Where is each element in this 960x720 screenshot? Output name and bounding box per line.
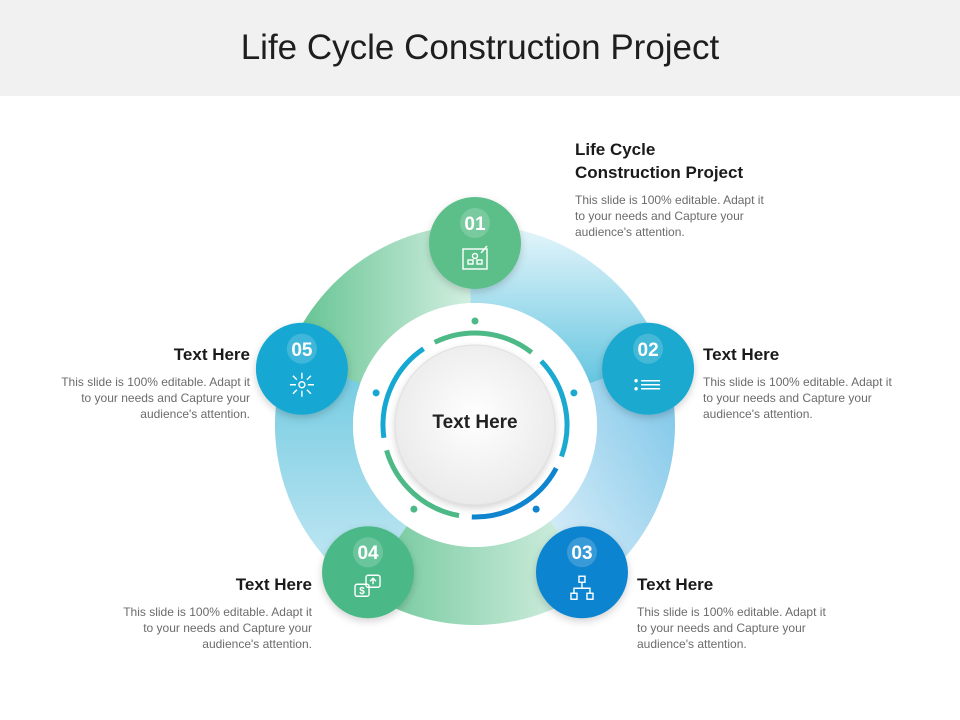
step-4-body: This slide is 100% editable. Adapt it to… [123, 605, 312, 651]
step-5-body: This slide is 100% editable. Adapt it to… [61, 375, 250, 421]
step-5-heading: Text Here [173, 345, 250, 364]
hierarchy-icon [570, 575, 594, 600]
step-1-heading: Life Cycle Construction Project [575, 140, 744, 182]
list-icon [634, 379, 661, 391]
inner-arc-5 [380, 346, 425, 439]
step-3-text: Text Here This slide is 100% editable. A… [637, 573, 837, 652]
step-5-text: Text Here This slide is 100% editable. A… [50, 343, 250, 422]
step-1-number: 01 [464, 214, 486, 235]
step-4-number: 04 [357, 543, 379, 564]
step-3-body: This slide is 100% editable. Adapt it to… [637, 605, 826, 651]
step-node-3: 03 [535, 526, 628, 619]
connector-dot-4 [410, 505, 418, 513]
center-label: Text Here [432, 412, 518, 433]
inner-arc-4 [384, 449, 460, 519]
step-2-number: 02 [638, 340, 659, 361]
step-1-text: Life Cycle Construction Project This sli… [575, 138, 775, 240]
step-node-1: 01 [429, 197, 521, 289]
step-2-text: Text Here This slide is 100% editable. A… [703, 343, 903, 422]
page-title: Life Cycle Construction Project [240, 28, 720, 67]
step-4-heading: Text Here [235, 575, 312, 594]
money-exchange-icon: $ [354, 574, 381, 597]
step-node-2: 02 [602, 322, 695, 415]
step-node-4: 04 $ [322, 526, 415, 619]
step-node-5: 05 [255, 322, 348, 415]
center-core [395, 345, 555, 505]
svg-text:$: $ [359, 586, 365, 597]
step-2-heading: Text Here [703, 345, 780, 364]
connector-dot-1 [471, 317, 479, 325]
focus-icon [289, 372, 314, 397]
inner-arc-2 [539, 359, 570, 458]
connector-dot-2 [570, 389, 578, 397]
ring-segment-4 [351, 521, 599, 626]
connector-dot-5 [372, 389, 380, 397]
step-3-number: 03 [571, 543, 592, 564]
connector-dot-3 [532, 505, 540, 513]
inner-arc-1 [433, 330, 534, 355]
header-band [0, 0, 960, 96]
step-5-number: 05 [291, 340, 313, 361]
step-1-body: This slide is 100% editable. Adapt it to… [575, 193, 764, 239]
step-3-heading: Text Here [637, 575, 714, 594]
inner-arc-3 [471, 467, 559, 520]
step-2-body: This slide is 100% editable. Adapt it to… [703, 375, 892, 421]
step-4-text: Text Here This slide is 100% editable. A… [112, 573, 312, 652]
blueprint-icon [462, 245, 488, 270]
